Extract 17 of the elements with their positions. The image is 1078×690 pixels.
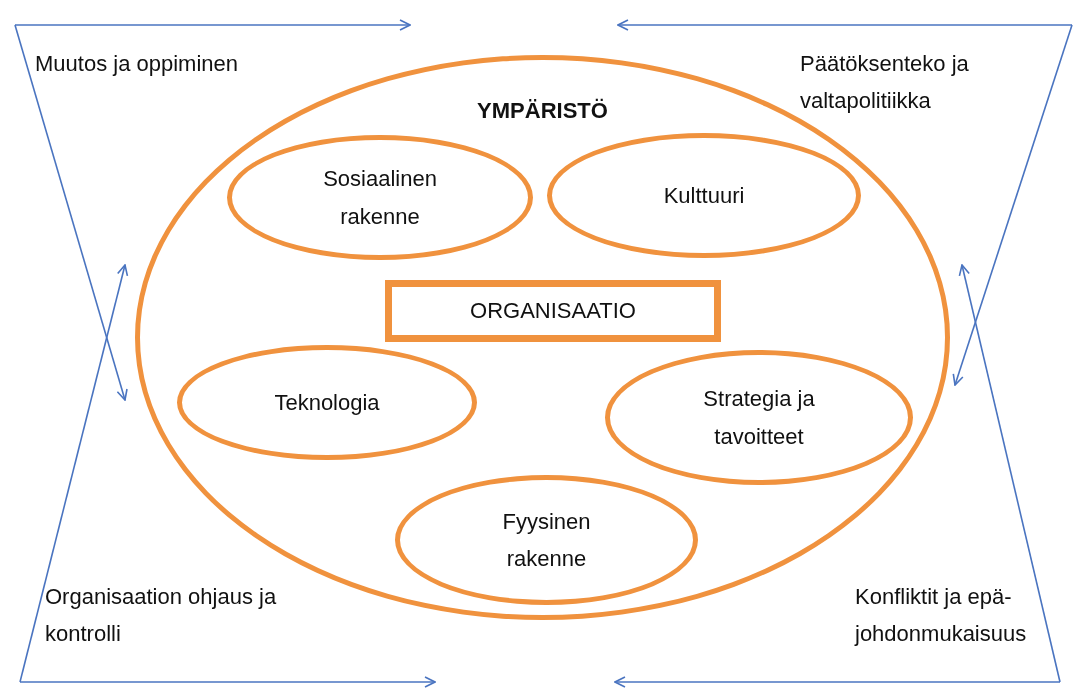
factor-ellipse [395, 475, 698, 605]
theme-label: Konfliktit ja epä- johdonmukaisuus [855, 583, 1028, 649]
node-label: Teknologia [274, 388, 380, 417]
factor-ellipse [177, 345, 477, 460]
node-label: ORGANISAATIO [470, 297, 636, 326]
theme-label: Organisaation ohjaus ja kontrolli [45, 583, 278, 649]
node-label: Sosiaalinen rakenne [322, 165, 438, 231]
node-label: Kulttuuri [663, 181, 745, 210]
organization-box [385, 280, 721, 342]
ellipse-heading: YMPÄRISTÖ [477, 97, 608, 125]
node-label: Fyysinen rakenne [501, 507, 592, 573]
factor-ellipse [605, 350, 913, 485]
theme-label: Päätöksenteko ja valtapolitiikka [800, 50, 970, 116]
theme-label: Muutos ja oppiminen [35, 50, 239, 78]
factor-ellipse [227, 135, 533, 260]
factor-ellipse [547, 133, 861, 258]
node-label: Strategia ja tavoitteet [702, 385, 816, 451]
